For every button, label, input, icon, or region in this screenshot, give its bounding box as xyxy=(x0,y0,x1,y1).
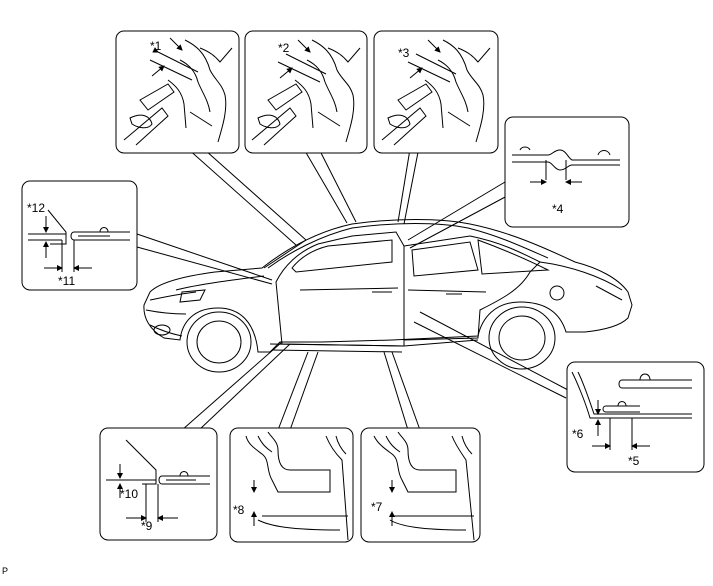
callout-10: *10 xyxy=(120,487,138,501)
callout-2: *2 xyxy=(278,41,290,55)
detail-box-8 xyxy=(230,428,353,542)
callout-7: *7 xyxy=(371,500,383,514)
leader-lines xyxy=(137,134,568,430)
callout-9: *9 xyxy=(141,519,153,533)
detail-box-5-6 xyxy=(567,362,704,472)
callout-labels: *1 *2 *3 *4 *5 *6 *7 *8 *9 *10 *11 *12 xyxy=(27,39,640,533)
front-door xyxy=(276,232,404,346)
callout-6: *6 xyxy=(572,427,584,441)
car-body-outline xyxy=(144,220,632,353)
detail-box-1 xyxy=(116,31,239,153)
rear-wheel xyxy=(489,307,555,369)
detail-box-7 xyxy=(361,428,480,542)
rear-door xyxy=(404,236,540,340)
detail-box-11-12 xyxy=(22,181,137,290)
roof-line xyxy=(268,224,548,269)
detail-box-9-10 xyxy=(100,428,217,540)
callout-11: *11 xyxy=(58,274,75,288)
corner-mark: P xyxy=(2,566,9,576)
callout-4: *4 xyxy=(552,202,564,216)
callout-1: *1 xyxy=(150,39,162,53)
callout-12: *12 xyxy=(27,201,45,215)
car-illustration xyxy=(144,220,632,373)
detail-box-2 xyxy=(245,31,367,153)
callout-5: *5 xyxy=(628,454,640,468)
detail-box-3 xyxy=(374,31,498,153)
front-wheel xyxy=(187,312,251,372)
callout-8: *8 xyxy=(233,503,245,517)
callout-3: *3 xyxy=(398,46,410,60)
detail-box-4 xyxy=(505,117,629,227)
